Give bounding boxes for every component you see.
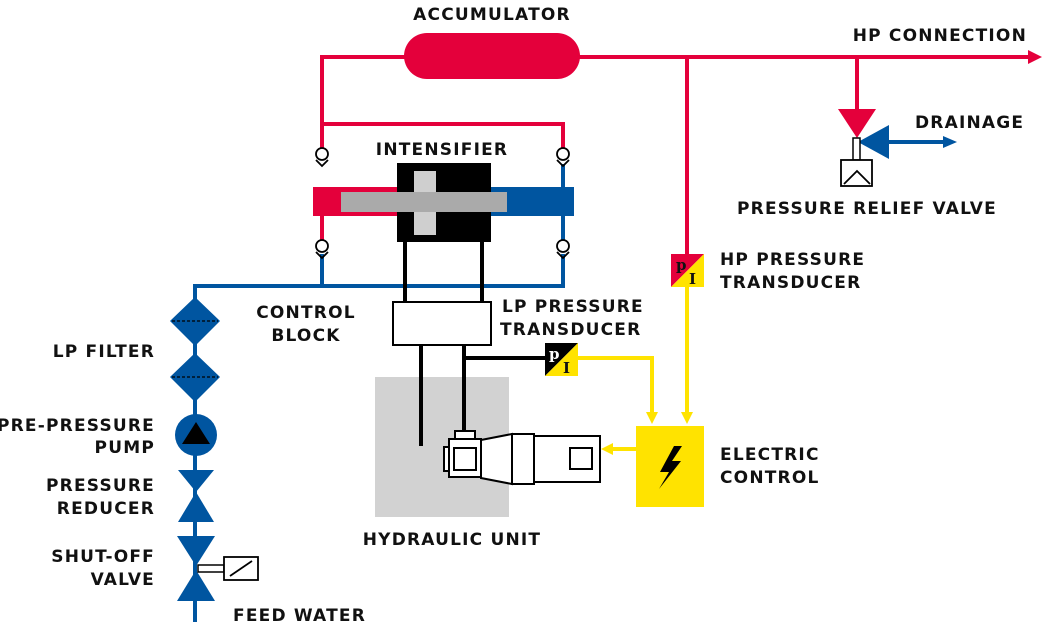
drainage-arrow	[943, 136, 957, 148]
relief-valve-outlet-triangle	[858, 125, 889, 159]
hydraulic-lines	[403, 242, 548, 446]
label-control-block-1: CONTROL	[256, 303, 356, 323]
hp-pressure-transducer: p I	[671, 254, 704, 288]
valve-icon	[178, 470, 214, 492]
pressure-reducer	[178, 470, 214, 522]
signal-lines	[578, 282, 689, 451]
label-electric-control-2: CONTROL	[720, 468, 820, 488]
arrow-icon	[646, 412, 658, 424]
hp-connection-arrow	[1028, 50, 1042, 64]
check-valve-icon	[556, 147, 570, 168]
hp-upper-loop	[322, 122, 565, 150]
transducer-p-symbol: p	[676, 256, 687, 274]
lp-control-block-line	[193, 254, 565, 300]
label-lp-filter: LP FILTER	[53, 342, 155, 362]
label-pre-pressure-pump-2: PUMP	[95, 438, 155, 458]
intensifier-piston-rod	[341, 192, 507, 212]
label-lp-pressure-transducer-2: TRANSDUCER	[500, 320, 641, 340]
transducer-p-symbol: p	[549, 345, 560, 363]
check-valve-icon	[556, 239, 570, 260]
label-shut-off-valve-2: VALVE	[91, 570, 155, 590]
label-pressure-relief-valve: PRESSURE RELIEF VALVE	[737, 199, 997, 219]
accumulator	[404, 33, 580, 79]
label-electric-control-1: ELECTRIC	[720, 445, 820, 465]
label-shut-off-valve-1: SHUT-OFF	[51, 547, 155, 567]
label-pressure-reducer-2: REDUCER	[57, 499, 155, 519]
valve-icon	[177, 570, 215, 601]
electric-control	[636, 426, 704, 507]
check-valves	[315, 147, 570, 260]
intensifier	[313, 163, 574, 242]
label-hp-pressure-transducer-1: HP PRESSURE	[720, 250, 865, 270]
arrow-icon	[681, 412, 693, 424]
check-valve-icon	[315, 239, 329, 260]
label-intensifier: INTENSIFIER	[376, 140, 508, 160]
control-block	[392, 301, 492, 346]
lp-filter	[170, 297, 220, 402]
signal-arrows	[601, 412, 693, 455]
label-lp-pressure-transducer-1: LP PRESSURE	[502, 297, 644, 317]
lightning-icon	[659, 446, 682, 489]
shut-off-valve	[177, 536, 259, 601]
label-control-block-2: BLOCK	[271, 326, 340, 346]
valve-icon	[177, 536, 215, 566]
hydraulic-pump-motor	[443, 430, 601, 486]
relief-valve-inlet-triangle	[838, 109, 876, 138]
lp-pressure-transducer: p I	[545, 343, 578, 377]
transducer-i-symbol: I	[563, 359, 570, 377]
label-pressure-reducer-1: PRESSURE	[46, 476, 155, 496]
label-drainage: DRAINAGE	[915, 113, 1024, 133]
label-pre-pressure-pump-1: PRE-PRESSURE	[0, 416, 155, 436]
label-accumulator: ACCUMULATOR	[413, 5, 571, 25]
pre-pressure-pump	[175, 414, 217, 456]
label-hydraulic-unit: HYDRAULIC UNIT	[363, 530, 541, 550]
check-valve-icon	[315, 147, 329, 168]
arrow-icon	[601, 443, 613, 455]
transducer-i-symbol: I	[689, 270, 696, 288]
label-feed-water: FEED WATER	[233, 606, 366, 624]
label-hp-pressure-transducer-2: TRANSDUCER	[720, 273, 861, 293]
label-hp-connection: HP CONNECTION	[853, 26, 1027, 46]
pressure-relief-valve	[838, 109, 889, 187]
valve-icon	[178, 492, 214, 522]
